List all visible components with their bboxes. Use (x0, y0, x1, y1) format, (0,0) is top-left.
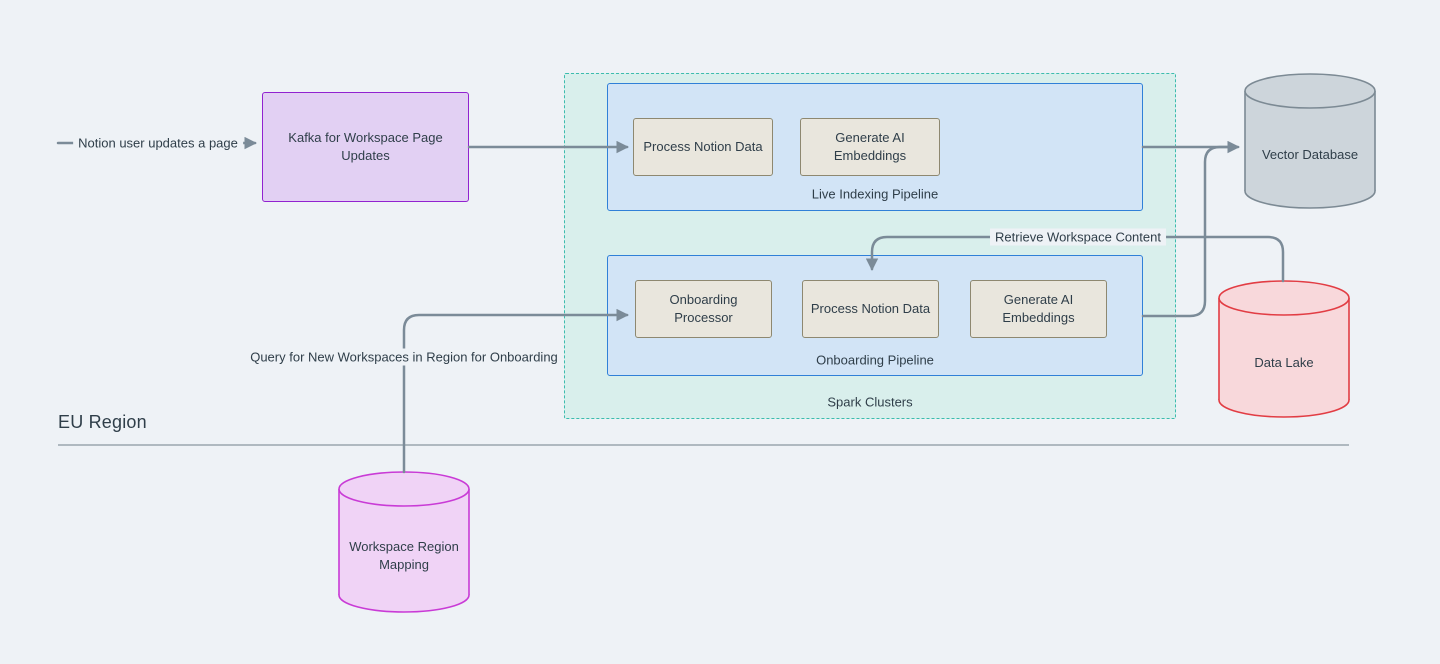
live-generate-ai-embeddings-label: Generate AI Embeddings (833, 129, 907, 163)
onboarding-generate-ai-embeddings-node: Generate AI Embeddings (970, 280, 1107, 338)
workspace-region-mapping-label: Workspace Region Mapping (349, 538, 459, 572)
onboarding-processor-node: Onboarding Processor (635, 280, 772, 338)
eu-region-label: EU Region (58, 412, 147, 432)
onboarding-processor-label: Onboarding Processor (669, 291, 738, 325)
spark-clusters-label: Spark Clusters (827, 394, 913, 410)
live-process-notion-data-node: Process Notion Data (633, 118, 773, 176)
live-generate-ai-embeddings-node: Generate AI Embeddings (800, 118, 940, 176)
edge-label-user-update: Notion user updates a page (73, 134, 243, 152)
onboarding-process-notion-data-label: Process Notion Data (810, 300, 931, 316)
vector-database-cylinder (1244, 73, 1376, 209)
edge-label-retrieve-workspace-content: Retrieve Workspace Content (990, 228, 1166, 246)
data-lake-label: Data Lake (1254, 354, 1314, 370)
edge-label-query-new-workspaces: Query for New Workspaces in Region for O… (245, 348, 563, 366)
live-process-notion-data-label: Process Notion Data (643, 138, 763, 154)
onboarding-generate-ai-embeddings-label: Generate AI Embeddings (1002, 291, 1075, 325)
vector-database-label: Vector Database (1261, 146, 1359, 162)
onboarding-pipeline-label: Onboarding Pipeline (816, 352, 934, 368)
kafka-node: Kafka for Workspace Page Updates (262, 92, 469, 202)
onboarding-process-notion-data-node: Process Notion Data (802, 280, 939, 338)
kafka-node-label: Kafka for Workspace Page Updates (288, 129, 443, 163)
data-lake-cylinder (1218, 280, 1350, 418)
live-indexing-pipeline-label: Live Indexing Pipeline (811, 186, 939, 202)
